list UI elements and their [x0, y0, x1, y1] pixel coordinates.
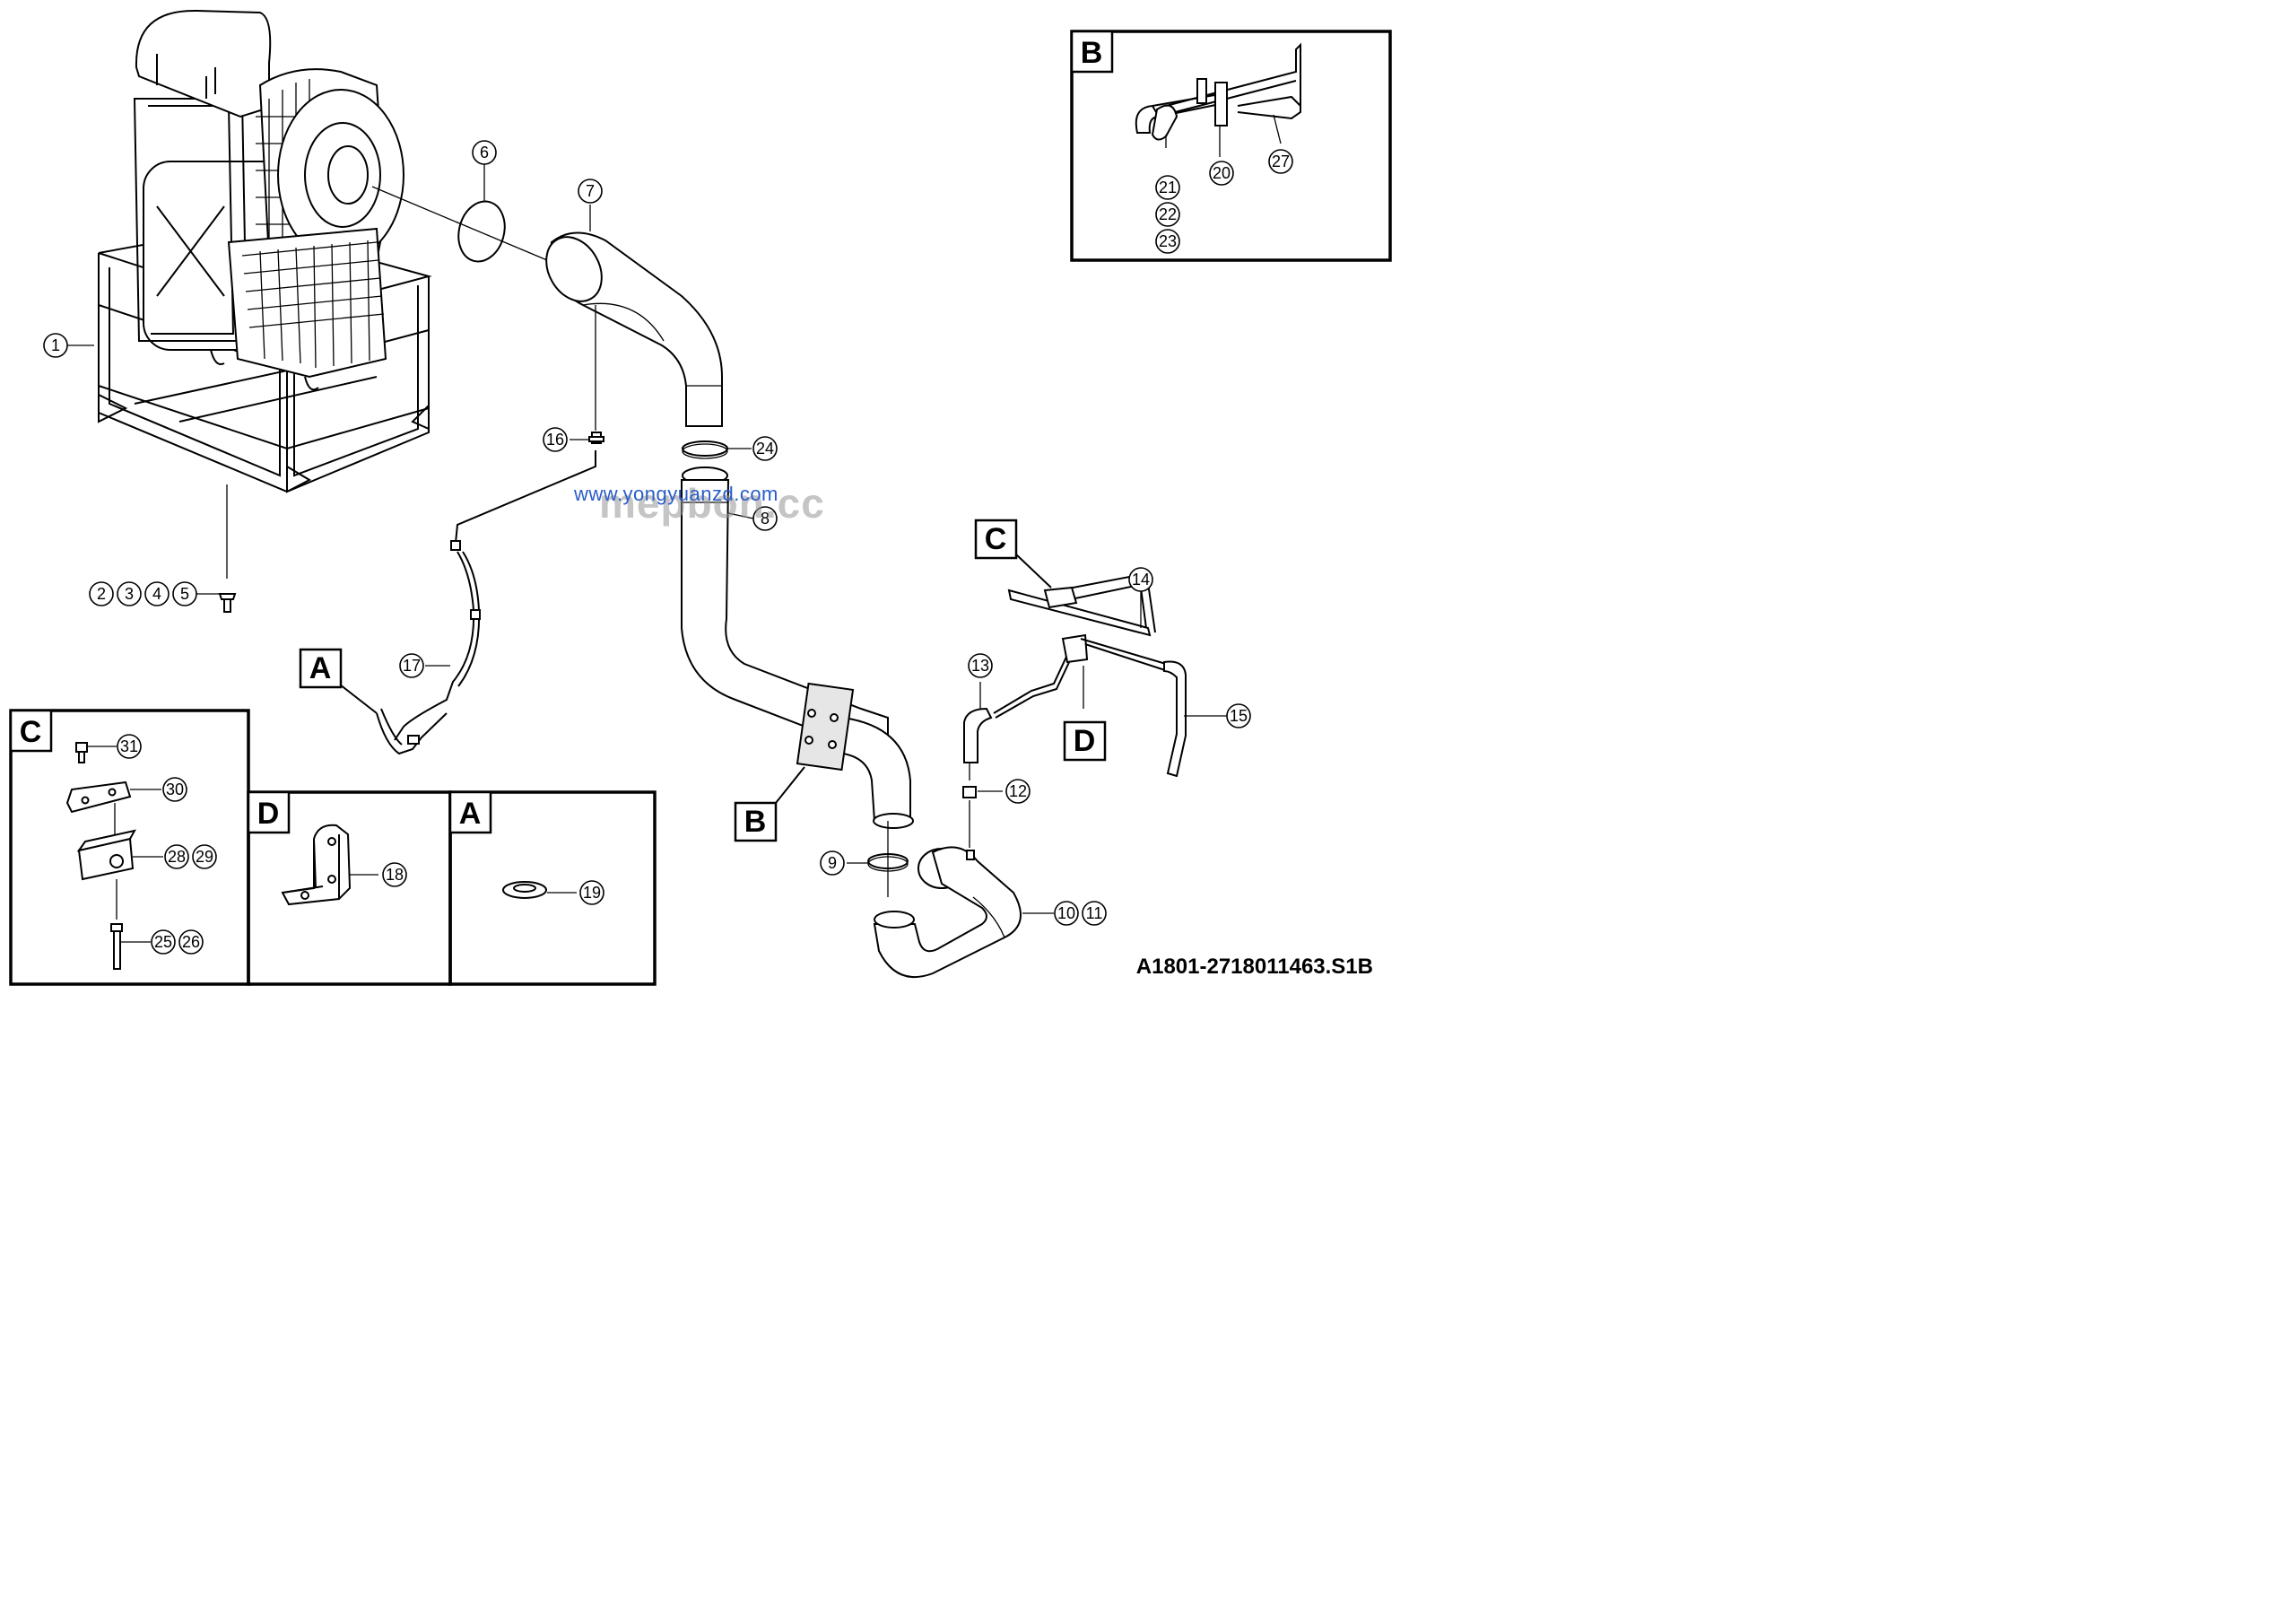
callout-2: 2 [89, 581, 114, 606]
parts-diagram: .ln { fill:none; stroke:#000; stroke-wid… [9, 9, 1392, 986]
leader-line [371, 186, 548, 261]
callout-26: 26 [178, 929, 204, 955]
svg-text:23: 23 [1159, 232, 1177, 250]
leader-line [727, 512, 754, 519]
callout-17: 17 [399, 653, 424, 678]
svg-text:7: 7 [586, 182, 595, 200]
svg-text:17: 17 [403, 657, 421, 675]
callout-31: 31 [117, 734, 142, 759]
svg-text:30: 30 [166, 780, 184, 798]
gasket-6 [457, 200, 506, 263]
callout-20: 20 [1209, 161, 1234, 186]
svg-text:20: 20 [1213, 164, 1231, 182]
callout-13: 13 [968, 653, 993, 678]
callout-9: 9 [820, 850, 845, 876]
svg-text:1: 1 [51, 336, 60, 354]
callout-19: 19 [579, 880, 604, 905]
svg-text:29: 29 [196, 848, 213, 866]
callout-12: 12 [1005, 779, 1031, 804]
callout-4: 4 [144, 581, 170, 606]
detail-view-c [9, 709, 250, 986]
callout-11: 11 [1082, 901, 1107, 926]
callout-25: 25 [151, 929, 176, 955]
callout-6: 6 [472, 140, 497, 165]
callout-15: 15 [1226, 703, 1251, 728]
fitting-12 [962, 786, 977, 798]
svg-text:27: 27 [1272, 153, 1290, 170]
leader-line [775, 766, 805, 804]
pipe-8 [681, 467, 914, 829]
svg-text:6: 6 [480, 144, 489, 161]
callout-21: 21 [1155, 175, 1180, 200]
svg-text:3: 3 [125, 585, 134, 603]
svg-text:21: 21 [1159, 179, 1177, 196]
callout-7: 7 [578, 179, 603, 204]
view-label-a: A [309, 651, 332, 685]
detail-view-b [1070, 30, 1392, 262]
svg-text:12: 12 [1009, 782, 1027, 800]
elbow-hose-10-11 [873, 846, 1022, 978]
svg-text:15: 15 [1230, 707, 1248, 725]
air-filter-assembly [98, 9, 432, 493]
svg-text:9: 9 [828, 854, 837, 872]
view-label-d: D [1074, 724, 1096, 758]
callout-3: 3 [117, 581, 142, 606]
watermark-url: www.yongyuanzd.com [574, 483, 778, 505]
svg-text:16: 16 [546, 431, 564, 449]
view-label-c: C [985, 522, 1007, 556]
svg-text:19: 19 [583, 884, 601, 902]
svg-text:24: 24 [756, 440, 774, 458]
callout-8: 8 [752, 506, 778, 531]
callout-1: 1 [43, 333, 94, 358]
watermark-brand: mepbon.cc [599, 480, 825, 527]
view-label-b-detail: B [1081, 36, 1103, 70]
view-label-b: B [744, 805, 767, 839]
svg-text:22: 22 [1159, 205, 1177, 223]
svg-text:2: 2 [97, 585, 106, 603]
view-label-d-detail: D [257, 797, 280, 831]
svg-text:18: 18 [386, 866, 404, 884]
svg-text:25: 25 [154, 933, 172, 951]
drawing-code: A1801-2718011463.S1B [1135, 955, 1373, 979]
leader-line [1015, 554, 1052, 589]
svg-text:5: 5 [180, 585, 189, 603]
callout-29: 29 [192, 844, 217, 869]
callout-18: 18 [382, 862, 407, 887]
svg-text:11: 11 [1086, 904, 1103, 922]
view-label-c-detail: C [20, 715, 42, 749]
svg-text:8: 8 [761, 510, 770, 528]
callout-27: 27 [1268, 149, 1293, 174]
callout-23: 23 [1155, 229, 1180, 254]
tube-17 [376, 450, 596, 755]
svg-text:28: 28 [168, 848, 186, 866]
svg-text:4: 4 [152, 585, 161, 603]
callout-22: 22 [1155, 202, 1180, 227]
svg-text:14: 14 [1132, 571, 1150, 589]
bolt-2-5 [218, 593, 237, 613]
svg-text:13: 13 [971, 657, 989, 675]
svg-text:10: 10 [1057, 904, 1075, 922]
detail-view-a [448, 790, 657, 986]
callout-10: 10 [1054, 901, 1079, 926]
callout-14: 14 [1128, 567, 1153, 592]
svg-text:31: 31 [120, 737, 138, 755]
leader-line [335, 681, 378, 714]
view-label-a-detail: A [459, 797, 482, 831]
svg-text:26: 26 [182, 933, 200, 951]
callout-28: 28 [164, 844, 189, 869]
callout-16: 16 [543, 427, 568, 452]
callout-30: 30 [162, 777, 187, 802]
callout-5: 5 [172, 581, 220, 606]
callout-24: 24 [752, 436, 778, 461]
elbow-hose-7 [545, 231, 723, 427]
fitting-16 [588, 432, 604, 444]
